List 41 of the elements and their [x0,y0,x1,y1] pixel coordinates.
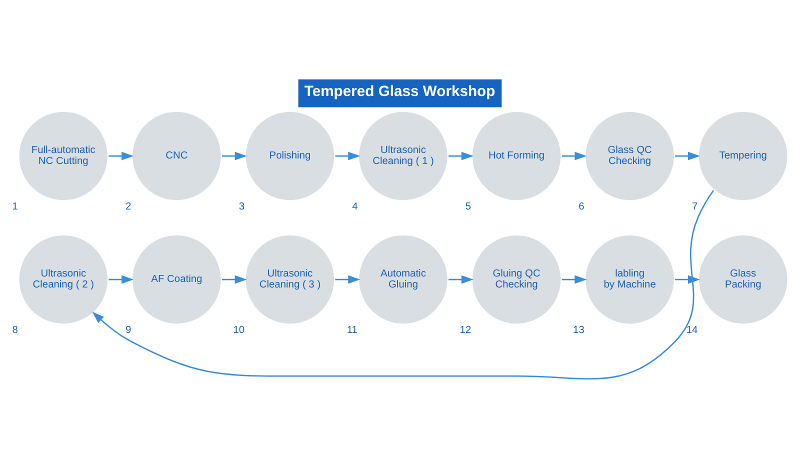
node-label: 3 [238,200,245,212]
arrow [448,151,474,160]
arrow [92,190,714,379]
node-circle: AF Coating [130,233,223,325]
arrow [675,151,700,160]
arrow [222,151,247,160]
node-circle: Polishing [244,110,336,202]
node-label: 12 [460,324,472,336]
arrow [675,274,700,284]
node-circle: Glass QC Checking [584,110,676,202]
node-label: 7 [692,200,698,212]
node-label: 6 [578,200,584,212]
node-circle: Hot Forming [470,110,562,202]
arrow [335,274,360,284]
node-circle: Ultrasonic Cleaning ( 1 ) [357,110,450,202]
arrow [108,151,134,160]
arrow [562,151,587,160]
node-label: 14 [686,324,698,336]
node-label: 5 [465,200,472,212]
node-label: 13 [573,324,584,336]
node-label: 11 [346,324,358,336]
node-circle: labling by Machine [584,233,676,325]
node-label: 9 [126,324,132,336]
node-circle: Automatic Gluing [357,233,450,325]
diagram-title: Tempered Glass Workshop [304,83,496,100]
arrow [335,151,360,160]
node-label: 10 [233,324,245,336]
node-label: 1 [12,200,18,212]
node-circle: Glass Packing [697,233,790,325]
node-circle: Full-automatic NC Cutting [17,110,110,202]
node-circle: Tempering [697,110,790,202]
arrow [108,274,134,284]
node-circle: CNC [130,110,223,202]
node-label: 4 [352,200,358,212]
arrow [562,274,587,284]
node-label: 2 [126,200,132,212]
arrow [222,274,247,284]
arrow [448,274,474,284]
node-circle: Gluing QC Checking [470,233,562,325]
node-circle: Ultrasonic Cleaning ( 3 ) [244,233,336,325]
node-label: 8 [12,324,18,336]
